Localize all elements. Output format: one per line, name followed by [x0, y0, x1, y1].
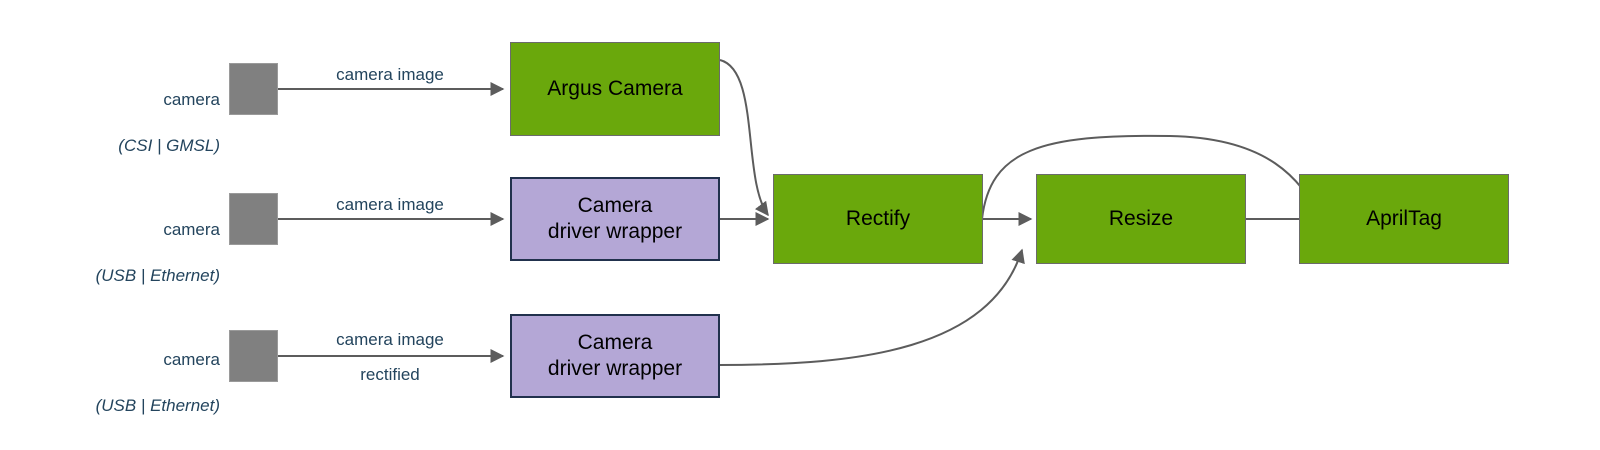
source-label-csi: camera (CSI | GMSL)	[60, 66, 220, 181]
source-label-usb-1-line1: camera	[163, 219, 220, 239]
source-label-usb-1-line2: (USB | Ethernet)	[95, 265, 220, 285]
node-resize[interactable]: Resize	[1036, 174, 1246, 264]
edge-argus-rectify	[719, 59, 769, 217]
source-label-usb-2-line2: (USB | Ethernet)	[95, 395, 220, 415]
source-label-csi-line1: camera	[163, 89, 220, 109]
edge-label-usb2-to-wrapper2-bottom: rectified	[360, 365, 420, 384]
source-label-usb-2: camera (USB | Ethernet)	[40, 326, 220, 441]
node-rectify[interactable]: Rectify	[773, 174, 983, 264]
node-apriltag[interactable]: AprilTag	[1299, 174, 1509, 264]
source-node-usb-2[interactable]	[229, 330, 278, 382]
source-label-usb-2-line1: camera	[163, 349, 220, 369]
source-node-csi[interactable]	[229, 63, 278, 115]
edge-label-usb1-to-wrapper1: camera image	[336, 195, 444, 214]
edge-label-csi-to-argus: camera image	[336, 65, 444, 84]
node-camera-driver-wrapper-2[interactable]: Camera driver wrapper	[510, 314, 720, 398]
edge-label-usb2-to-wrapper2-top: camera image	[336, 330, 444, 349]
node-argus-camera[interactable]: Argus Camera	[510, 42, 720, 136]
source-node-usb-1[interactable]	[229, 193, 278, 245]
node-camera-driver-wrapper-1[interactable]: Camera driver wrapper	[510, 177, 720, 261]
source-label-csi-line2: (CSI | GMSL)	[118, 135, 220, 155]
source-label-usb-1: camera (USB | Ethernet)	[40, 196, 220, 311]
edge-wrapper2-resize	[718, 248, 1025, 366]
